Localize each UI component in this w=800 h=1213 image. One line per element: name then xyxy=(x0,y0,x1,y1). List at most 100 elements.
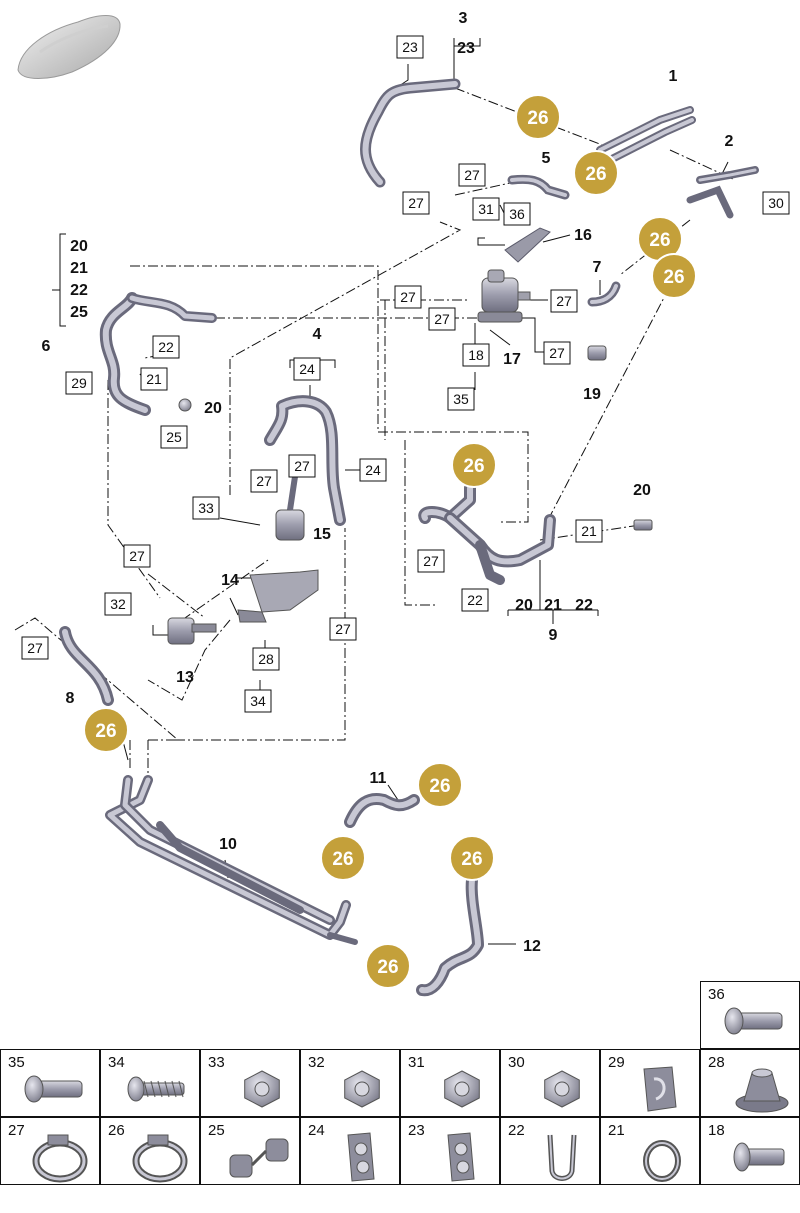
legend-cell-number: 21 xyxy=(608,1122,625,1139)
hose-12 xyxy=(416,874,484,997)
boxed-callout-label: 24 xyxy=(365,462,381,478)
legend-cell-number: 33 xyxy=(208,1054,225,1071)
boxed-callout-27: 27 xyxy=(428,307,456,331)
bolt-icon xyxy=(24,1075,83,1103)
retaining-clip-icon xyxy=(547,1134,577,1181)
clamp-callout-26: 26 xyxy=(417,762,463,808)
clamp-callout-26: 26 xyxy=(449,835,495,881)
legend-cell-23: 23 xyxy=(400,1117,500,1185)
legend-cell-number: 30 xyxy=(508,1054,525,1071)
hose-8 xyxy=(59,626,114,706)
legend-cell-24: 24 xyxy=(300,1117,400,1185)
boxed-callout-label: 27 xyxy=(556,293,572,309)
boxed-callout-27: 27 xyxy=(329,617,357,641)
hose-11 xyxy=(344,793,420,828)
legend-cell-35: 35 xyxy=(0,1049,100,1117)
boxed-callout-29: 29 xyxy=(65,371,93,395)
clamp-callout-label: 26 xyxy=(461,849,482,870)
legend-cell-number: 32 xyxy=(308,1054,325,1071)
legend-cell-number: 31 xyxy=(408,1054,425,1071)
legend-cell-number: 25 xyxy=(208,1122,225,1139)
part-number-14: 14 xyxy=(221,572,239,589)
boxed-callout-label: 27 xyxy=(434,311,450,327)
part-number-15: 15 xyxy=(313,526,331,543)
hose-9 xyxy=(418,482,556,585)
legend-cell-number: 34 xyxy=(108,1054,125,1071)
part-number-21: 21 xyxy=(544,597,562,614)
boxed-callout-label: 35 xyxy=(453,391,469,407)
clamp-callout-label: 26 xyxy=(429,776,450,797)
part-number-2: 2 xyxy=(725,133,734,150)
legend-cell-number: 27 xyxy=(8,1122,25,1139)
clamp-callout-26: 26 xyxy=(365,943,411,989)
hose-5 xyxy=(507,174,570,200)
part-number-25: 25 xyxy=(70,304,88,321)
bracket-14 xyxy=(237,569,319,623)
legend-cell-29: 29 xyxy=(600,1049,700,1117)
boxed-callout-25: 25 xyxy=(160,425,188,449)
line-clip-icon xyxy=(347,1132,375,1182)
pipe-assembly-23 xyxy=(360,78,461,188)
boxed-callout-label: 22 xyxy=(158,339,174,355)
hex-nut-icon xyxy=(344,1070,380,1108)
hex-nut-icon xyxy=(444,1070,480,1108)
boxed-callout-27: 27 xyxy=(394,285,422,309)
boxed-callout-27: 27 xyxy=(123,544,151,568)
boxed-callout-label: 18 xyxy=(468,347,484,363)
boxed-callout-21: 21 xyxy=(140,367,168,391)
part-number-10: 10 xyxy=(219,836,237,853)
bracket-16 xyxy=(504,227,551,263)
legend-cell-34: 34 xyxy=(100,1049,200,1117)
boxed-callout-label: 21 xyxy=(146,371,162,387)
car-thumbnail-icon xyxy=(17,15,121,79)
legend-cell-30: 30 xyxy=(500,1049,600,1117)
legend-cell-22: 22 xyxy=(500,1117,600,1185)
boxed-callout-label: 27 xyxy=(464,167,480,183)
hex-nut-icon xyxy=(244,1070,280,1108)
boxed-callout-36: 36 xyxy=(503,202,531,226)
boxed-callout-27: 27 xyxy=(543,341,571,365)
legend-cell-number: 18 xyxy=(708,1122,725,1139)
boxed-callout-label: 27 xyxy=(294,458,310,474)
part-number-3: 3 xyxy=(459,10,468,27)
boxed-callout-label: 27 xyxy=(129,548,145,564)
part-number-12: 12 xyxy=(523,938,541,955)
legend-cell-number: 36 xyxy=(708,986,725,1003)
boxed-callout-label: 33 xyxy=(198,500,214,516)
clamp-callout-26: 26 xyxy=(573,150,619,196)
clamp-callout-26: 26 xyxy=(83,707,129,753)
boxed-callout-31: 31 xyxy=(472,197,500,221)
part-number-22: 22 xyxy=(575,597,593,614)
double-clip-icon xyxy=(229,1138,289,1178)
pump-15 xyxy=(275,469,305,541)
boxed-callout-label: 31 xyxy=(478,201,494,217)
boxed-callout-label: 30 xyxy=(768,195,784,211)
legend-cell-26: 26 xyxy=(100,1117,200,1185)
hose-4 xyxy=(264,395,346,526)
boxed-callout-21: 21 xyxy=(575,519,603,543)
valve-13 xyxy=(167,617,217,645)
clamp-callout-label: 26 xyxy=(95,721,116,742)
boxed-callout-label: 27 xyxy=(256,473,272,489)
boxed-callout-27: 27 xyxy=(288,454,316,478)
part-number-9: 9 xyxy=(549,627,558,644)
legend-cell-18: 18 xyxy=(700,1117,800,1185)
part-number-23: 23 xyxy=(457,40,475,57)
clamp-callout-label: 26 xyxy=(377,957,398,978)
bushing-icon xyxy=(733,1142,785,1172)
legend-cell-number: 29 xyxy=(608,1054,625,1071)
clamp-callout-26: 26 xyxy=(637,216,683,262)
o-ring-icon xyxy=(643,1140,681,1182)
leader-lines xyxy=(14,87,736,780)
boxed-callout-label: 36 xyxy=(509,206,525,222)
boxed-callout-label: 34 xyxy=(250,693,266,709)
part-number-21: 21 xyxy=(70,260,88,277)
boxed-callout-27: 27 xyxy=(21,636,49,660)
part-number-22: 22 xyxy=(70,282,88,299)
part-number-20: 20 xyxy=(515,597,533,614)
part-number-5: 5 xyxy=(542,150,551,167)
part-number-16: 16 xyxy=(574,227,592,244)
